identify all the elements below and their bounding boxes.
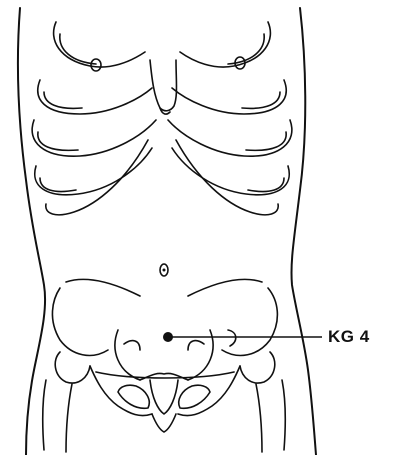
upper-chest-marks <box>91 57 245 71</box>
acupoint-kg4 <box>163 332 322 342</box>
rib-cage <box>32 22 292 215</box>
pelvis <box>43 279 286 452</box>
torso-outline <box>18 8 316 455</box>
navel <box>160 264 168 276</box>
acupoint-label: KG 4 <box>328 327 370 347</box>
